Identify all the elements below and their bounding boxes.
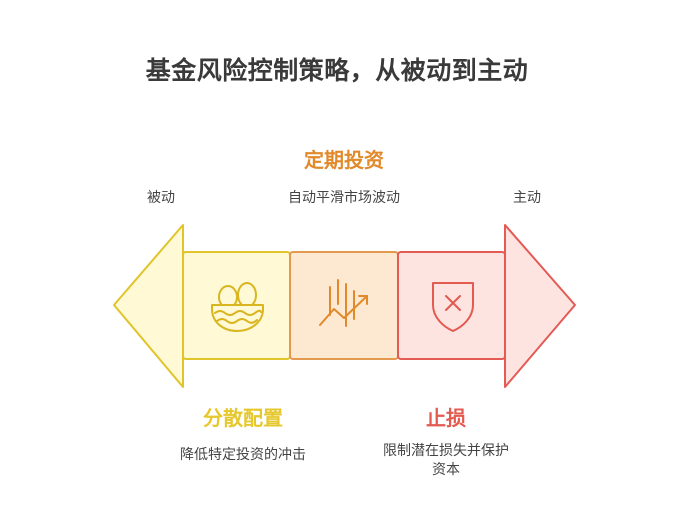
- step-title-diversification: 分散配置: [203, 406, 283, 430]
- active-label: 主动: [513, 190, 541, 206]
- egg-basket-icon: [211, 282, 264, 332]
- page-title: 基金风险控制策略，从被动到主动: [145, 56, 529, 85]
- regular-investing-segment: [289, 251, 399, 360]
- active-arrow-head: [504, 224, 576, 388]
- step-title-stop-loss: 止损: [426, 406, 466, 430]
- shield-x-icon: [432, 282, 474, 332]
- passive-label: 被动: [147, 190, 175, 206]
- step-desc-diversification: 降低特定投资的冲击: [180, 447, 306, 463]
- step-desc-stop-loss-line-2: 资本: [432, 462, 460, 478]
- step-desc-regular-investing: 自动平滑市场波动: [288, 190, 400, 206]
- step-title-regular-investing: 定期投资: [304, 148, 384, 172]
- step-desc-stop-loss-line-1: 限制潜在损失并保护: [383, 443, 509, 459]
- rising-chart-icon: [319, 279, 368, 327]
- step-desc-stop-loss: 限制潜在损失并保护 资本: [383, 442, 509, 480]
- passive-arrow-head: [113, 224, 184, 388]
